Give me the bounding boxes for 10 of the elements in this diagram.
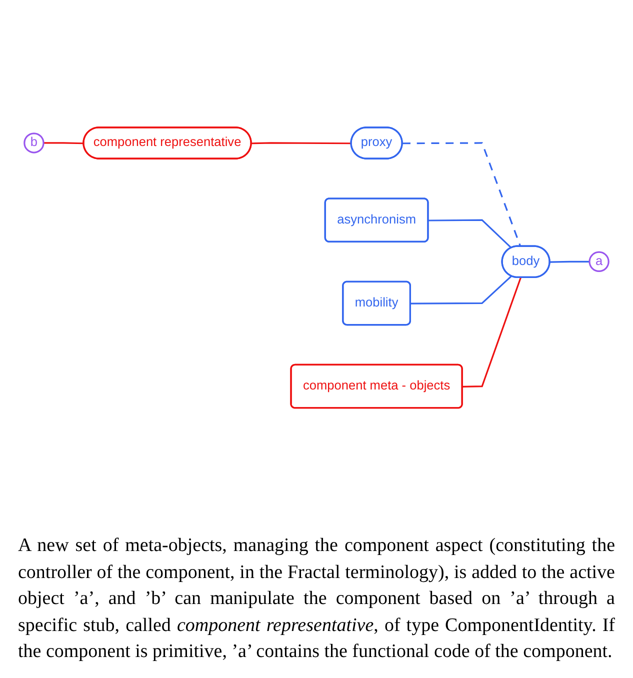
connector: [44, 142, 84, 144]
connector: [550, 260, 590, 263]
connector: [428, 219, 512, 248]
connector: [410, 275, 512, 304]
node-circle: b: [24, 132, 44, 154]
node-circle: a: [588, 251, 610, 272]
connector: [462, 277, 522, 388]
connector: [251, 142, 352, 144]
connector: [402, 142, 522, 247]
caption: A new set of meta-objects, managing the component aspect (constituting the controller of the component, in the Fractal terminology), is added to the active object ’a’, and ’b’ can manipulate the component based on ’a’ through a specific stub, called component representative, of type ComponentIdentity. If the component is primitive, ’a’ contains the functional code of the component.: [18, 534, 615, 664]
